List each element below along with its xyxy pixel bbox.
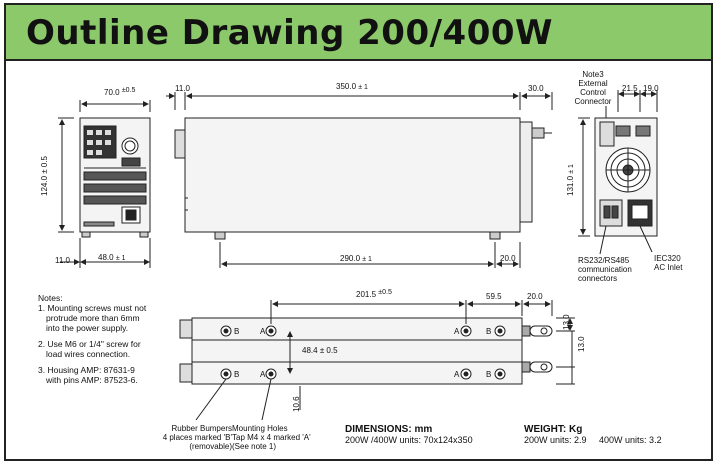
note-1-line1: 1. Mounting screws must not xyxy=(38,303,147,313)
note-2-line2: load wires connection. xyxy=(46,349,131,359)
weight-block: WEIGHT: Kg 200W units: 2.9 400W units: 3… xyxy=(524,424,662,446)
dimensions-block: DIMENSIONS: mm 200W /400W units: 70x124x… xyxy=(345,424,473,446)
front-view xyxy=(58,100,151,268)
dim-side-length-tol: ± 1 xyxy=(358,84,368,91)
dim-bottom-a-value: 201.5 xyxy=(356,290,377,299)
dim-bottom-c: 20.0 xyxy=(527,292,543,301)
hole-label-b-4: B xyxy=(486,370,492,379)
dim-side-bottom-value: 290.0 xyxy=(340,254,361,263)
label-note3-line3: Control xyxy=(580,88,606,97)
dim-front-bottom-value: 48.0 xyxy=(98,253,114,262)
dim-rear-height: 131.0 ± 1 xyxy=(566,164,575,196)
label-note3: Note3 External Control Connector xyxy=(568,70,618,106)
dim-rear-b: 19.0 xyxy=(643,84,659,93)
dim-side-right: 30.0 xyxy=(528,84,544,93)
label-mounting-holes: Mounting Holes Tap M4 x 4 marked 'A' (Se… xyxy=(232,424,311,451)
dim-bottom-b: 59.5 xyxy=(486,292,502,301)
dim-front-width-value: 70.0 xyxy=(104,88,120,97)
dim-bottom-f: 10.6 xyxy=(292,396,301,412)
dim-bottom-d: 13.0 xyxy=(562,314,571,330)
dim-front-width: 70.0 ±0.5 xyxy=(104,87,136,97)
dim-front-offset: 11.0 xyxy=(55,256,70,265)
dim-rear-height-tol: ± 1 xyxy=(568,164,575,174)
hole-label-a-3: A xyxy=(260,370,266,379)
hole-label-b-1: B xyxy=(234,327,240,336)
label-rubber-line3: (removable) xyxy=(189,442,232,451)
label-mounting-line3: (See note 1) xyxy=(232,442,277,451)
label-rs232: RS232/RS485 communication connectors xyxy=(578,256,632,283)
label-mounting-line1: Mounting Holes xyxy=(232,424,288,433)
dim-front-bottom: 48.0 ± 1 xyxy=(98,253,126,262)
hole-label-b-2: B xyxy=(486,327,492,336)
page-title: Outline Drawing 200/400W xyxy=(26,13,554,53)
dim-bottom-mid-value: 48.4 xyxy=(302,346,318,355)
outer-frame xyxy=(4,3,713,461)
dim-side-bottom-tol: ± 1 xyxy=(362,256,372,263)
label-note3-line1: Note3 xyxy=(582,70,604,79)
hole-label-a-2: A xyxy=(454,327,460,336)
weight-text: 200W units: 2.9 400W units: 3.2 xyxy=(524,435,662,445)
dim-side-left: 11.0 xyxy=(175,84,190,93)
dim-front-width-tol: ±0.5 xyxy=(121,87,136,94)
notes-heading: Notes: xyxy=(38,293,63,303)
label-rubber-bumpers: Rubber Bumpers 4 places marked 'B' (remo… xyxy=(140,424,232,451)
dim-bottom-mid: 48.4 ± 0.5 xyxy=(302,346,338,355)
label-rubber-line2: 4 places marked 'B' xyxy=(162,433,232,442)
dim-side-length: 350.0 ± 1 xyxy=(336,82,368,91)
hole-label-a-4: A xyxy=(454,370,460,379)
hole-label-b-3: B xyxy=(234,370,240,379)
label-rubber-line1: Rubber Bumpers xyxy=(171,424,232,433)
dim-bottom-e: 13.0 xyxy=(577,336,586,352)
dim-rear-a: 21.5 xyxy=(622,84,638,93)
dim-bottom-a: 201.5 ±0.5 xyxy=(356,289,392,299)
label-iec: IEC320 AC Inlet xyxy=(654,254,682,272)
hole-label-a-1: A xyxy=(260,327,266,336)
dim-bottom-mid-tol: ± 0.5 xyxy=(319,346,338,355)
dimensions-heading: DIMENSIONS: mm xyxy=(345,424,433,435)
dim-front-bottom-tol: ± 1 xyxy=(115,255,126,262)
dim-rear-height-value: 131.0 xyxy=(566,175,575,196)
dim-side-length-value: 350.0 xyxy=(336,82,357,91)
note-1-line3: into the power supply. xyxy=(46,323,129,333)
dim-side-bottom-right: 20.0 xyxy=(500,254,516,263)
notes-block: Notes: 1. Mounting screws must not protr… xyxy=(38,293,146,385)
side-view xyxy=(166,92,553,268)
label-rs232-line3: connectors xyxy=(578,274,618,283)
note-2-line1: 2. Use M6 or 1/4" screw for xyxy=(38,339,141,349)
dim-side-bottom: 290.0 ± 1 xyxy=(340,254,372,263)
label-note3-line4: Connector xyxy=(574,97,612,106)
label-note3-line2: External xyxy=(578,79,608,88)
note-3-line1: 3. Housing AMP: 87631-9 xyxy=(38,365,135,375)
dim-bottom-a-tol: ±0.5 xyxy=(378,289,392,296)
label-rs232-line1: RS232/RS485 xyxy=(578,256,630,265)
rear-view xyxy=(578,90,658,255)
note-1-line2: protrude more than 6mm xyxy=(46,313,140,323)
note-3-line2: with pins AMP: 87523-6. xyxy=(46,375,138,385)
label-rs232-line2: communication xyxy=(578,265,632,274)
dimensions-text: 200W /400W units: 70x124x350 xyxy=(345,435,473,445)
label-mounting-line2: Tap M4 x 4 marked 'A' xyxy=(232,433,311,442)
label-iec-line1: IEC320 xyxy=(654,254,681,263)
label-iec-line2: AC Inlet xyxy=(654,263,683,272)
dim-front-height: 124.0 ± 0.5 xyxy=(40,156,49,196)
bottom-view xyxy=(179,300,575,421)
header-banner: Outline Drawing 200/400W xyxy=(6,5,711,61)
weight-heading: WEIGHT: Kg xyxy=(524,424,583,435)
